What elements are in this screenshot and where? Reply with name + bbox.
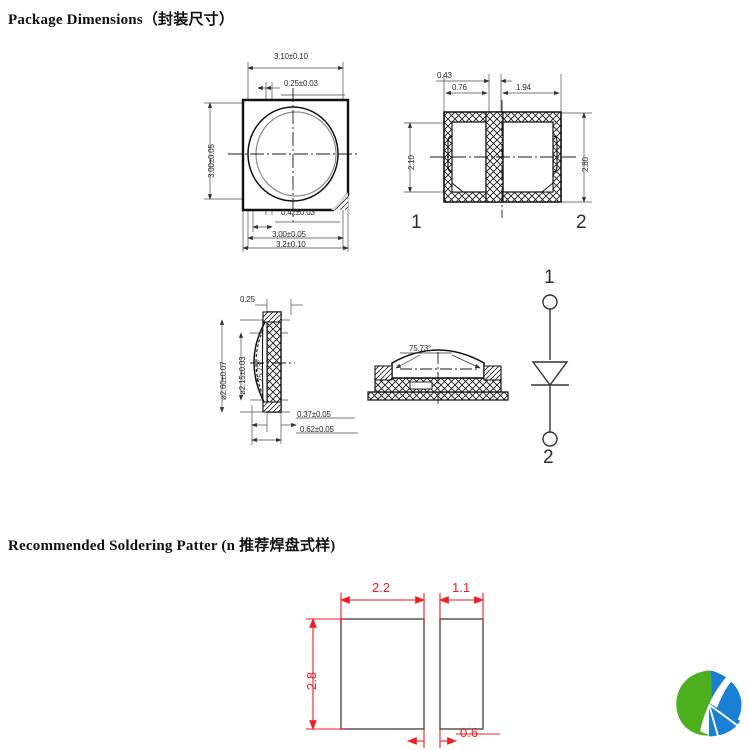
bottom-view-dimension-lines	[404, 74, 592, 203]
pin-label-1: 1	[411, 212, 422, 233]
front-section-body	[367, 349, 509, 404]
dim-top-view-body-width: 3.00±0.05	[272, 230, 306, 239]
dim-bottom-view-inner-height: 2.10	[407, 155, 416, 170]
company-logo	[676, 670, 742, 737]
dim-solder-pad-left-width: 2.2	[372, 580, 391, 595]
dim-side-top-thickness: 0.25	[240, 295, 255, 304]
dim-solder-pad-right-width: 1.1	[452, 580, 471, 595]
dim-solder-pad-height: 2.8	[304, 671, 319, 690]
circuit-anode-label: 1	[544, 267, 555, 288]
page-title-recommended-soldering-pattern: Recommended Soldering Patter (n 推荐焊盘式样)	[8, 538, 336, 554]
dim-side-base-thickness: 0.37±0.05	[297, 410, 331, 419]
dim-top-view-body-height: 3.00±0.05	[207, 144, 216, 178]
dim-bottom-view-pad-one-width: 0.76	[452, 83, 467, 92]
dim-bottom-view-pad-gap: 0.43	[437, 71, 452, 80]
top-view-body	[228, 88, 360, 222]
dim-side-total-thickness: 0.62±0.05	[300, 425, 334, 434]
dim-side-outer-diameter: ø2.60±0.07	[219, 361, 228, 400]
dim-front-lens-angle: 75.73°	[409, 344, 432, 353]
dim-top-view-pad-width: 0.42±0.03	[281, 208, 315, 217]
solder-pad-graphic	[340, 618, 484, 730]
page-title-package-dimensions: Package Dimensions（封装尺寸）	[8, 12, 235, 28]
circuit-schematic-graphic	[531, 294, 569, 447]
dim-bottom-view-pad-two-width: 1.94	[516, 83, 531, 92]
dim-bottom-view-overall-height: 2.80	[581, 157, 590, 172]
dim-top-view-notch-offset: 0.25±0.03	[284, 79, 318, 88]
dim-side-lens-angle: 75.73°	[256, 359, 265, 382]
dim-solder-pad-gap: 0.6	[460, 725, 479, 740]
top-view-dimension-lines	[204, 62, 349, 252]
circuit-cathode-label: 2	[543, 447, 554, 468]
dim-side-inner-diameter: ø2.15±0.03	[238, 356, 247, 395]
dim-top-view-inner-width: 3.10±0.10	[274, 52, 308, 61]
dim-top-view-overall-width: 3.2±0.10	[276, 240, 306, 249]
bottom-view-body	[430, 100, 576, 218]
pin-label-2: 2	[576, 212, 587, 233]
